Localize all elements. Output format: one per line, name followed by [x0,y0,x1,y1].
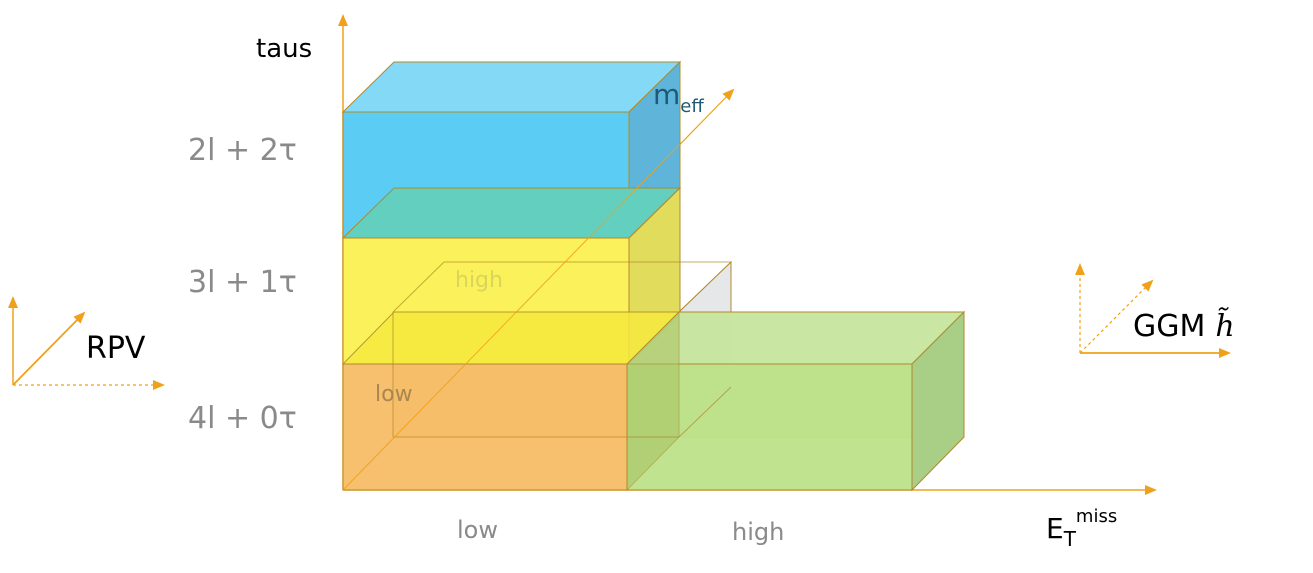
ggm-higgsino-symbol: h̃ [1215,307,1234,344]
depth-tick-high: high [455,268,503,293]
horizontal-axis-label: ETmiss [1046,506,1117,551]
row-label-3l-1tau: 3l + 1τ [188,265,297,300]
depth-tick-low: low [375,382,413,407]
horizontal-axis-superscript: miss [1076,506,1117,527]
back-edge-5 [678,386,732,438]
vertical-axis-label: taus [256,34,312,64]
ggm-diagonal-arrow [1079,279,1154,354]
blue-box-top [341,61,682,113]
horizontal-axis-subscript: T [1063,527,1077,551]
rpv-diagonal-arrow [12,311,86,386]
rpv-label: RPV [86,331,146,366]
column-label-low: low [457,516,498,544]
depth-axis-subscript: eff [680,96,704,117]
yellow-inner-plane [341,311,682,365]
orange-box-front [342,363,628,491]
rpv-legend: RPV [7,296,165,390]
depth-axis-label: meff [653,78,704,117]
depth-axis-overlay [342,143,681,491]
row-label-4l-0tau: 4l + 0τ [188,401,297,436]
back-edge-3 [392,261,445,313]
row-label-2l-2tau: 2l + 2τ [188,133,297,168]
column-label-high: high [732,518,784,546]
